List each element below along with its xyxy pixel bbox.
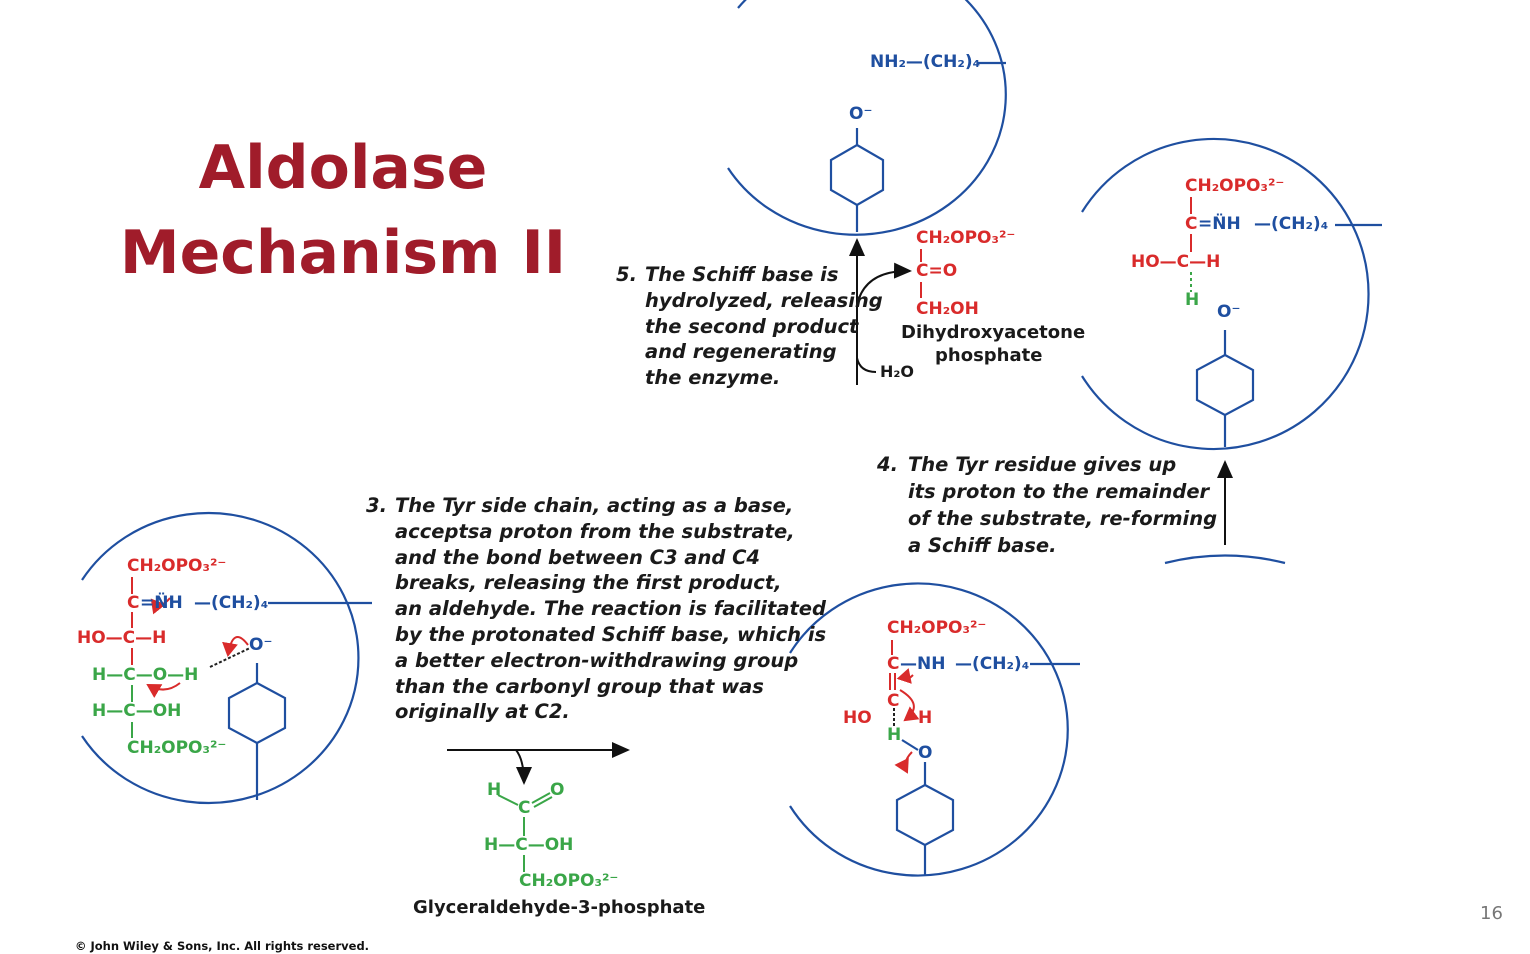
step-number: 4. xyxy=(877,453,898,476)
step-line: the enzyme. xyxy=(645,366,781,390)
g3p-phosphate: CH₂OPO₃²⁻ xyxy=(519,871,619,891)
dhap-name-line-1: Dihydroxyacetone xyxy=(901,322,1086,343)
step-line: than the carbonyl group that was xyxy=(395,674,764,698)
step-line: its proton to the remainder xyxy=(908,480,1210,503)
dhap-carbonyl: C=O xyxy=(916,261,958,281)
dhap-name-line-2: phosphate xyxy=(935,345,1043,366)
transferred-hydrogen: H xyxy=(1185,290,1200,310)
phosphate-group: CH₂OPO₃²⁻ xyxy=(127,556,227,576)
tyrosine-oxygen: O⁻ xyxy=(1217,302,1241,322)
phosphate-group-bottom: CH₂OPO₃²⁻ xyxy=(127,738,227,758)
tyr-ring-left xyxy=(227,681,287,745)
g3p-aldehyde-c: C xyxy=(518,798,531,818)
step-number: 3. xyxy=(366,494,387,517)
title-line-2: Mechanism II xyxy=(119,218,567,288)
tyrosine-oxygen: O⁻ xyxy=(249,635,273,655)
step-4-description: 4. The Tyr residue gives up its proton t… xyxy=(877,451,1217,559)
dhap-phosphate-group: CH₂OPO₃²⁻ xyxy=(916,228,1016,248)
step-line: the second product xyxy=(645,314,859,338)
enzyme-circle-bottom xyxy=(789,582,1069,877)
tyr-ring-bottom xyxy=(895,783,955,847)
title-line-1: Aldolase xyxy=(198,133,488,203)
c5-hydroxyl: H—C—OH xyxy=(92,701,182,721)
g3p-aldehyde-h: H xyxy=(487,780,502,800)
g3p-name: Glyceraldehyde-3-phosphate xyxy=(413,897,706,918)
step-line: and regenerating xyxy=(645,340,837,364)
step-3-description: 3. The Tyr side chain, acting as a base,… xyxy=(366,493,826,725)
lysine-chain: NH₂—(CH₂)₄ xyxy=(870,52,981,72)
c3-hydroxyl: HO—C—H xyxy=(77,628,167,648)
enamine-c3: C xyxy=(887,691,900,711)
step-line: hydrolyzed, releasing xyxy=(645,288,883,312)
step-line: an aldehyde. The reaction is facilitated xyxy=(395,597,826,621)
enamine-carbon: C xyxy=(887,654,900,674)
hydroxyl-carbon: HO—C—H xyxy=(1131,252,1221,272)
enzyme-circle-right xyxy=(1081,137,1370,451)
copyright: © John Wiley & Sons, Inc. All rights res… xyxy=(75,939,370,953)
g3p-aldehyde-o: O xyxy=(550,780,565,800)
schiff-carbon: C xyxy=(127,593,140,613)
step-line: a better electron-withdrawing group xyxy=(395,648,799,672)
step-line: The Schiff base is xyxy=(645,263,839,286)
step-line: originally at C2. xyxy=(395,700,570,724)
lysine-chain: —(CH₂)₄ xyxy=(194,593,269,613)
step-line: by the protonated Schiff base, which is xyxy=(395,622,827,646)
tyrosine-hydrogen: H xyxy=(887,725,902,745)
phosphate-group: CH₂OPO₃²⁻ xyxy=(1185,176,1285,196)
tyr-ring-right xyxy=(1195,353,1255,417)
lysine-chain: —(CH₂)₄ xyxy=(955,654,1030,674)
dhap-ch2oh: CH₂OH xyxy=(916,299,979,319)
enamine-nitrogen: —NH xyxy=(900,654,946,674)
lysine-chain: —(CH₂)₄ xyxy=(1254,214,1329,234)
step-line: acceptsa proton from the substrate, xyxy=(395,519,795,543)
c4-hydroxyl: H—C—O—H xyxy=(92,665,199,685)
step-5-description: 5. The Schiff base is hydrolyzed, releas… xyxy=(616,262,883,391)
enzyme-circle-left xyxy=(81,511,360,805)
schiff-carbon: C xyxy=(1185,214,1198,234)
schiff-nitrogen: =N̈H xyxy=(1198,214,1241,234)
tyr-ring-top xyxy=(829,143,885,207)
enamine-h: H xyxy=(918,708,933,728)
phosphate-group: CH₂OPO₃²⁻ xyxy=(887,618,987,638)
step-line: breaks, releasing the first product, xyxy=(395,571,782,595)
step-line: The Tyr side chain, acting as a base, xyxy=(395,494,794,517)
step-line: and the bond between C3 and C4 xyxy=(395,545,760,569)
enzyme-circle-top xyxy=(727,0,1007,236)
g3p-hydroxyl: H—C—OH xyxy=(484,835,574,855)
step-number: 5. xyxy=(616,263,637,286)
step-line: The Tyr residue gives up xyxy=(908,453,1177,476)
page-number: 16 xyxy=(1480,903,1503,924)
enamine-ho: HO xyxy=(843,708,872,728)
step-line: of the substrate, re-forming xyxy=(908,507,1218,530)
tyrosine-oxygen: O⁻ xyxy=(849,104,873,124)
water-label: H₂O xyxy=(880,362,914,381)
schiff-nitrogen: =N̈H xyxy=(140,593,183,613)
step-line: a Schiff base. xyxy=(908,534,1057,557)
tyrosine-oxygen: O xyxy=(918,743,933,763)
